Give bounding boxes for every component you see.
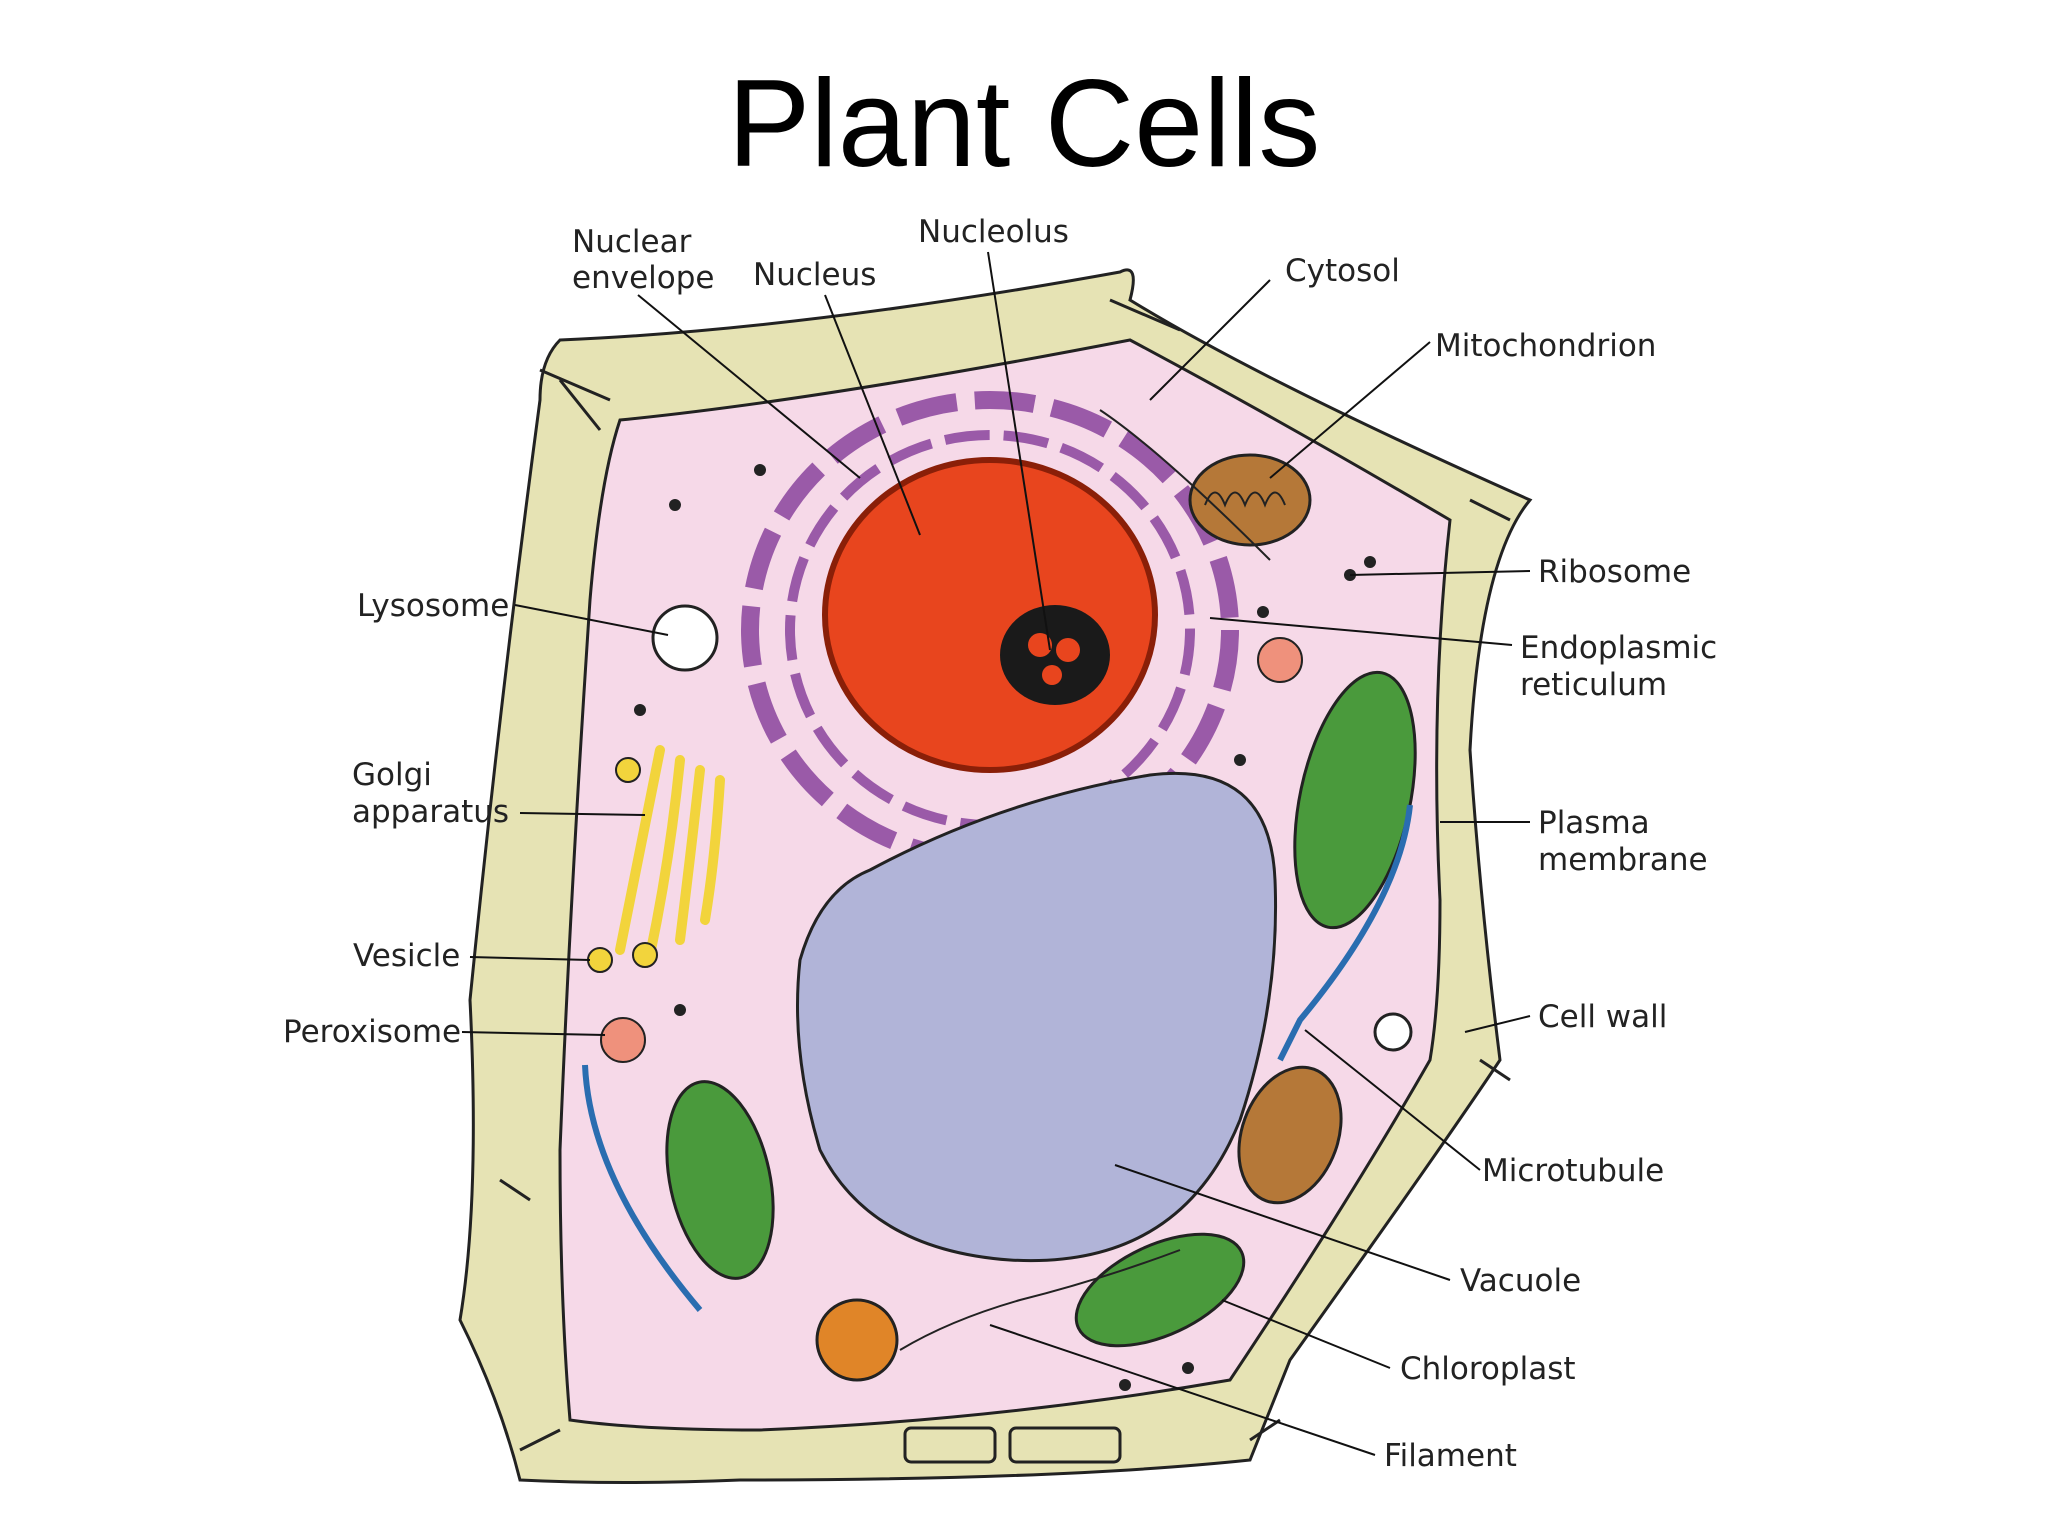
label-vacuole: Vacuole: [1460, 1263, 1581, 1299]
lysosome: [651, 604, 719, 672]
label-endoplasmic-reticulum: reticulum: [1520, 667, 1667, 703]
label-peroxisome: Peroxisome: [283, 1014, 461, 1050]
label-nuclear-envelope: envelope: [572, 260, 714, 296]
label-nuclear-envelope: Nuclear: [572, 224, 692, 260]
microtubule: [1277, 804, 1413, 1062]
nucleus: [822, 457, 1158, 773]
peroxisome: [1257, 637, 1303, 683]
mitochondrion: [815, 1298, 899, 1382]
peroxisome: [600, 1017, 646, 1063]
label-golgi-apparatus: apparatus: [352, 794, 509, 830]
label-plasma-membrane: Plasma: [1538, 805, 1650, 841]
vesicle: [615, 757, 641, 783]
plasmodesma: [1008, 1426, 1122, 1464]
vesicle: [1373, 1012, 1413, 1052]
nucleolus-spot: [1042, 665, 1062, 685]
vesicle: [632, 942, 658, 968]
filament: [899, 1249, 1181, 1351]
label-mitochondrion: Mitochondrion: [1435, 328, 1656, 364]
label-lysosome: Lysosome: [357, 588, 509, 624]
label-ribosome: Ribosome: [1538, 554, 1691, 590]
label-cell-wall: Cell wall: [1538, 999, 1667, 1035]
label-plasma-membrane: membrane: [1538, 842, 1708, 878]
nucleolus-spot: [1028, 633, 1052, 657]
label-cytosol: Cytosol: [1285, 253, 1400, 289]
cell-wall-corner: [499, 298, 1511, 1452]
nucleolus-spot: [1056, 638, 1080, 662]
filament: [1099, 409, 1271, 561]
chloroplast: [1074, 1232, 1246, 1348]
nucleolus: [1000, 605, 1110, 705]
label-filament: Filament: [1384, 1438, 1517, 1474]
ribosomes: [634, 464, 1376, 1391]
mitochondrion-cristae: [1204, 491, 1286, 508]
label-chloroplast: Chloroplast: [1400, 1351, 1576, 1387]
label-microtubule: Microtubule: [1482, 1153, 1664, 1189]
vacuole: [796, 771, 1278, 1263]
microtubule: [582, 1064, 703, 1312]
golgi-apparatus: [615, 745, 725, 960]
label-nucleolus: Nucleolus: [918, 214, 1069, 250]
label-golgi-apparatus: Golgi: [352, 757, 432, 793]
leader-lines: [461, 251, 1531, 1456]
label-nucleus: Nucleus: [753, 257, 876, 293]
chloroplast: [665, 1080, 775, 1280]
plasmodesma: [903, 1426, 997, 1464]
label-endoplasmic-reticulum: Endoplasmic: [1520, 630, 1717, 666]
mitochondrion: [1237, 1065, 1343, 1205]
mitochondrion: [1188, 453, 1312, 547]
page-title: Plant Cells: [727, 55, 1321, 193]
vesicle: [587, 947, 613, 973]
label-vesicle: Vesicle: [353, 938, 460, 974]
